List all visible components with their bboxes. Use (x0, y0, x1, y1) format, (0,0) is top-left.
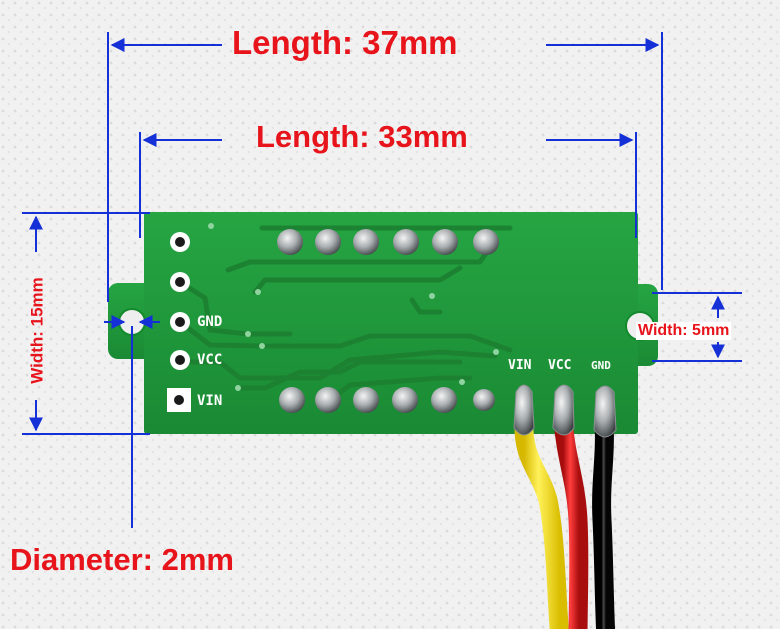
length-outer-label: Length: 37mm (232, 24, 458, 61)
left-header-pins (167, 232, 191, 412)
top-pin-row (277, 229, 499, 255)
pcb-label-vcc: VCC (197, 352, 223, 368)
pcb-label-gnd: GND (197, 314, 223, 330)
bottom-pin-row (279, 387, 495, 413)
pcb-traces (177, 225, 513, 403)
wire-label-vin: VIN (508, 358, 532, 373)
width-left-label: Width: 15mm (27, 277, 47, 384)
dimension-lines (22, 32, 742, 528)
vias (208, 223, 499, 391)
pcb-label-vin: VIN (197, 393, 223, 409)
wire-label-gnd: GND (591, 359, 611, 372)
wire-label-vcc: VCC (548, 358, 572, 373)
wire-yellow (514, 410, 569, 629)
wire-red (553, 410, 589, 629)
wire-black (592, 410, 616, 629)
width-right-label: Width: 5mm (636, 322, 732, 340)
length-inner-label: Length: 33mm (256, 119, 468, 154)
diameter-label: Diameter: 2mm (10, 542, 234, 577)
solder-joints (513, 384, 617, 438)
